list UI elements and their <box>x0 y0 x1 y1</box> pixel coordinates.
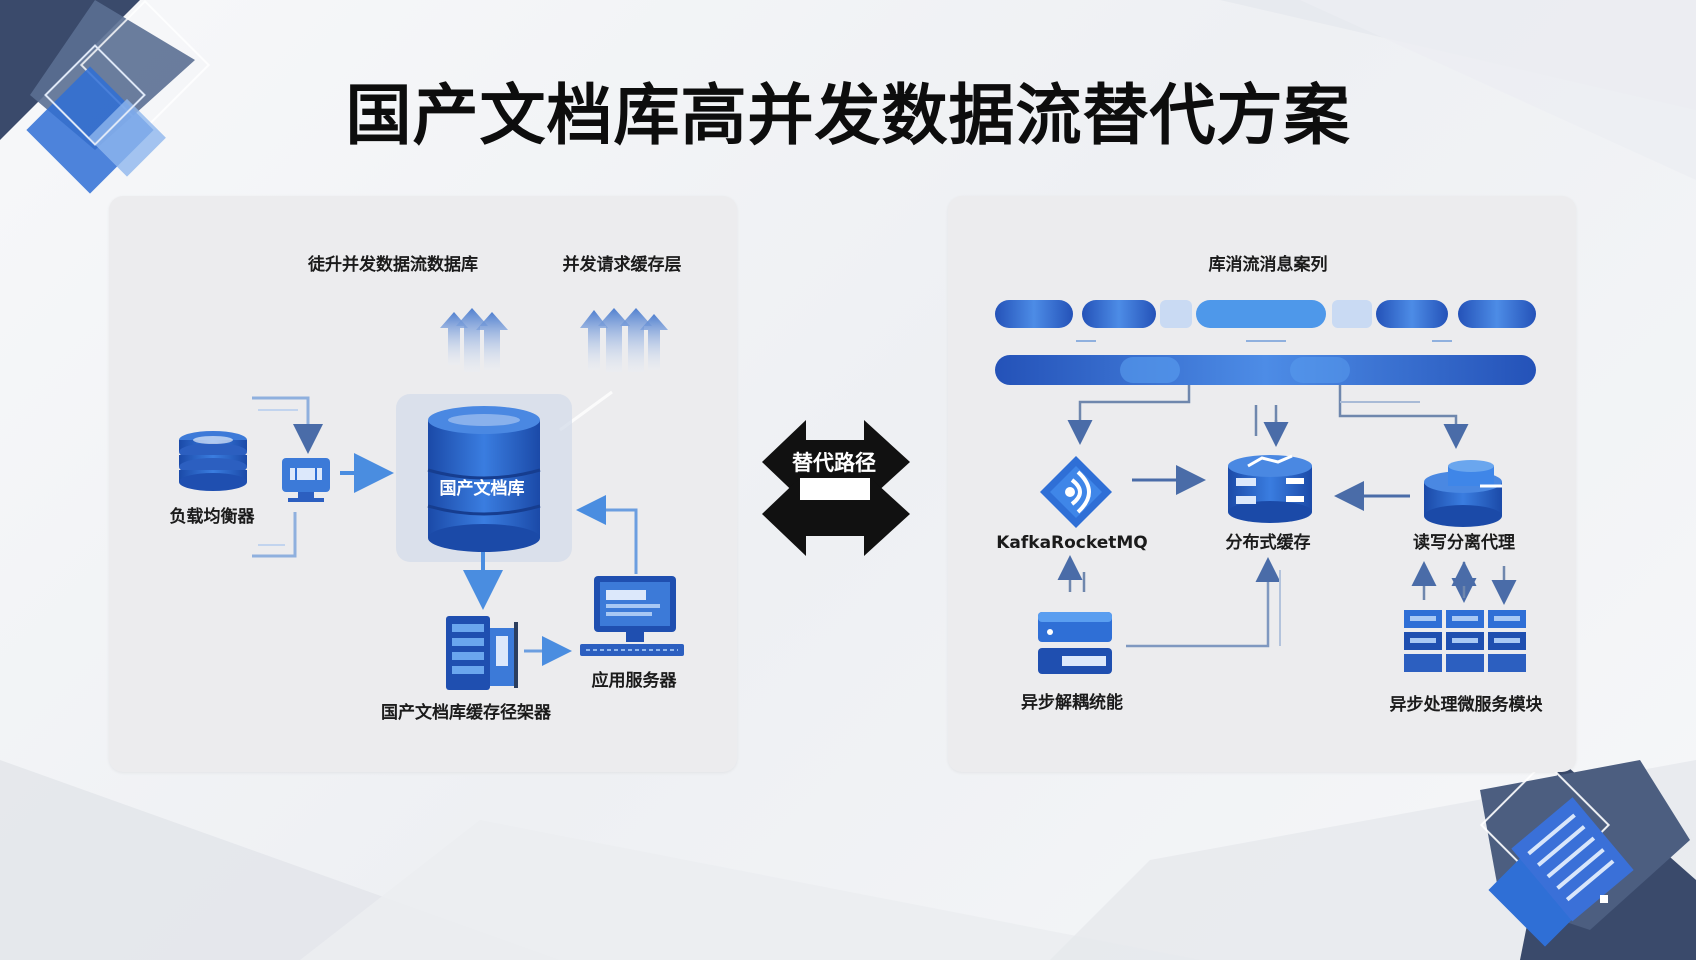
async-decouple-icon <box>1038 612 1112 674</box>
upward-flow-arrows-cache <box>580 308 668 372</box>
label-async-microservice: 异步处理微服务模块 <box>1390 694 1544 715</box>
router-icon <box>282 458 330 502</box>
label-async-decouple: 异步解耦统能 <box>1021 692 1123 713</box>
label-core-db: 国产文档库 <box>440 478 525 499</box>
corner-decoration-top-left <box>0 0 211 194</box>
message-queue-bar-bottom <box>995 355 1536 385</box>
distributed-cache-icon <box>1228 454 1312 523</box>
upward-flow-arrows-db <box>440 308 508 372</box>
corner-decoration-bottom-right <box>1479 759 1696 960</box>
app-server-icon <box>580 576 684 656</box>
label-message-queue-header: 库消流消息案列 <box>1209 254 1328 275</box>
rw-proxy-icon <box>1424 460 1502 527</box>
label-app-server: 应用服务器 <box>592 670 678 691</box>
core-database-icon <box>427 406 541 552</box>
label-cache-architecture: 国产文档库缓存径架器 <box>381 702 552 723</box>
label-replacement-path: 替代路径 <box>792 451 876 475</box>
label-kafka-rocketmq: KafkaRocketMQ <box>996 533 1148 553</box>
slide-title: 国产文档库高并发数据流替代方案 <box>345 77 1351 154</box>
load-balancer-icon <box>179 431 247 491</box>
label-concurrent-cache-layer: 并发请求缓存层 <box>563 254 682 275</box>
kafka-rocketmq-icon <box>1040 456 1112 528</box>
label-rw-proxy: 读写分离代理 <box>1413 532 1515 553</box>
label-distributed-cache: 分布式缓存 <box>1226 532 1311 553</box>
cache-server-icon <box>446 616 518 690</box>
label-high-concurrency-db: 徒升并发数据流数据库 <box>307 254 478 275</box>
async-microservice-grid <box>1404 610 1526 672</box>
replacement-path-arrow <box>762 420 910 556</box>
label-load-balancer: 负载均衡器 <box>170 506 256 527</box>
message-queue-bar-top <box>995 300 1536 328</box>
